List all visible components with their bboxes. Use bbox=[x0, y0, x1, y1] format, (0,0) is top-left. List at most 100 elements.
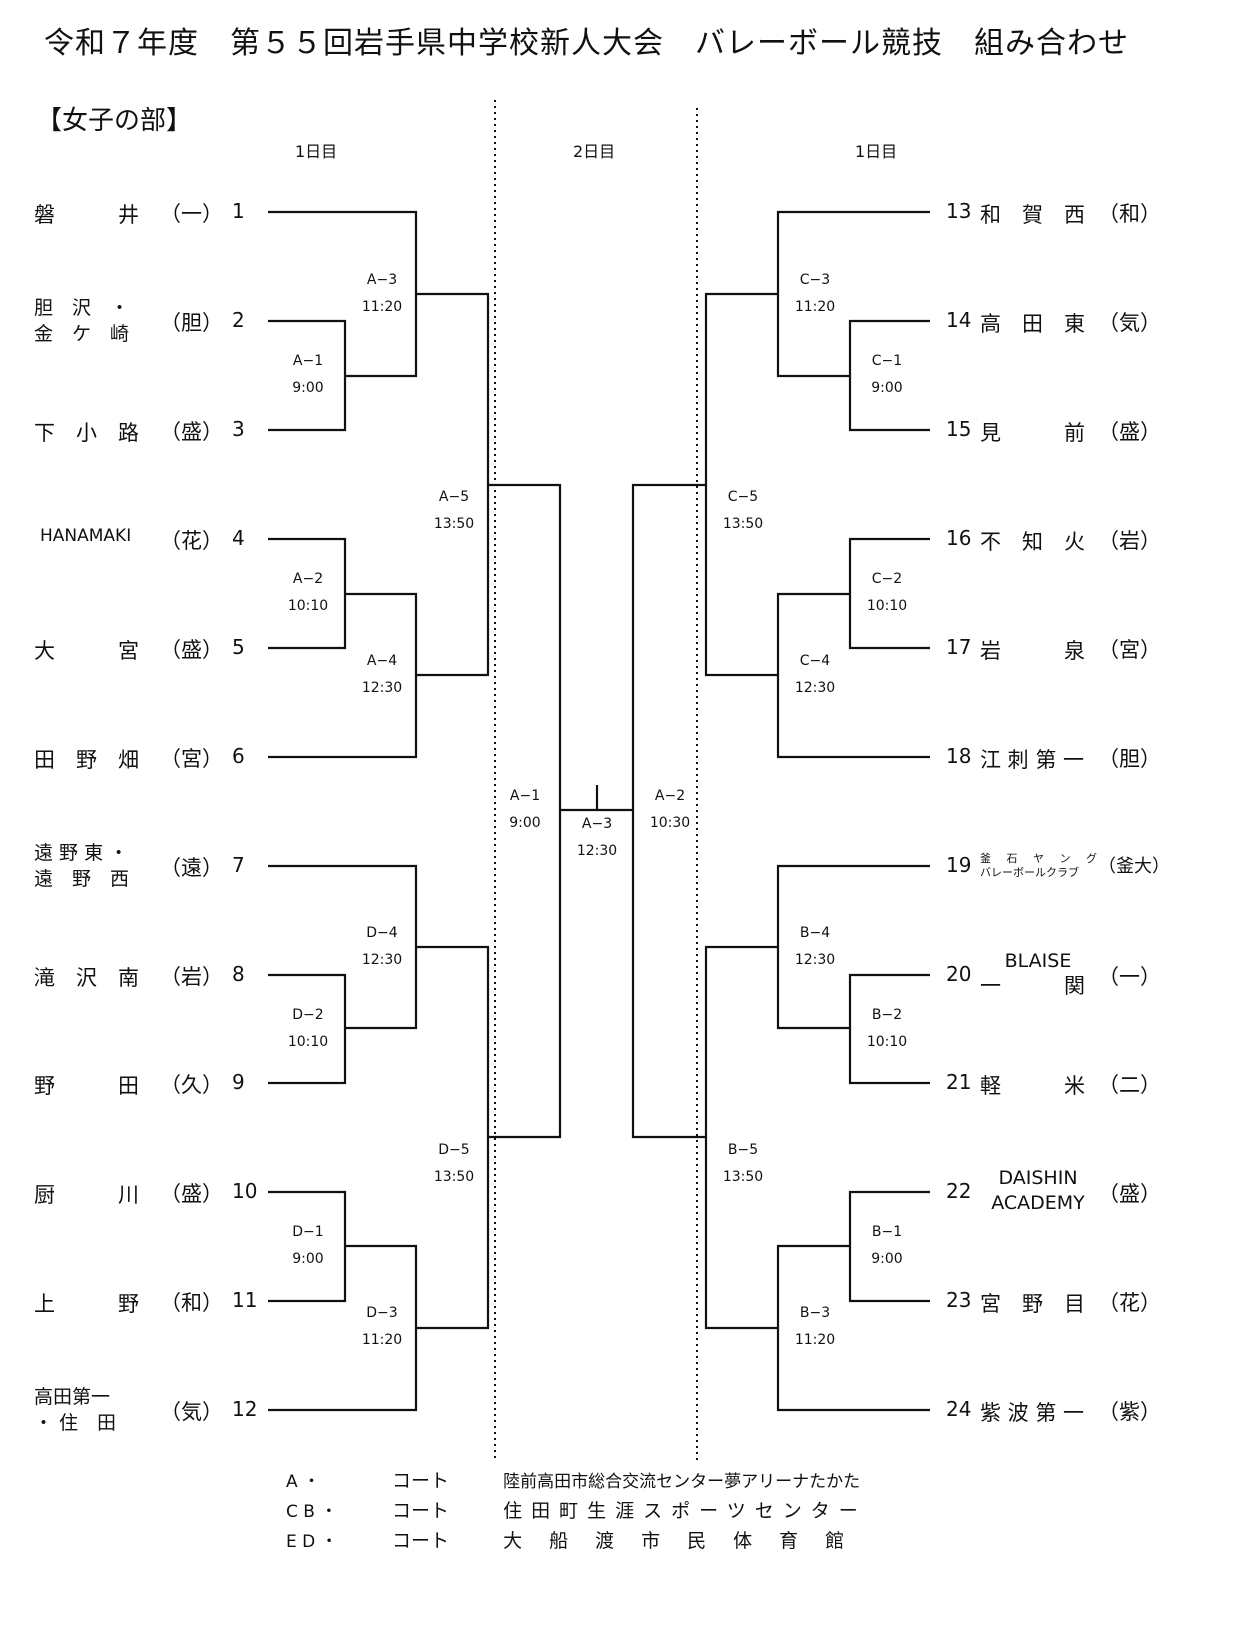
line-seed-17 bbox=[848, 594, 930, 650]
line-seed-9 bbox=[268, 1028, 347, 1085]
team-seed: 6 bbox=[232, 744, 245, 768]
team-seed: 24 bbox=[946, 1397, 972, 1421]
line-a2-out bbox=[345, 592, 418, 675]
team-name: 滝 沢 南 bbox=[34, 966, 139, 990]
team-prefecture: （盛） bbox=[160, 420, 223, 444]
team-prefecture: （胆） bbox=[1098, 747, 1161, 771]
line-a4-out bbox=[416, 485, 490, 677]
team-prefecture: （和） bbox=[160, 1291, 223, 1315]
line-c1-out bbox=[776, 294, 850, 378]
team-seed: 4 bbox=[232, 526, 245, 550]
team-prefecture: （久） bbox=[160, 1073, 223, 1097]
team-name-line1: 遠 野 東 ・ bbox=[34, 842, 129, 864]
team-prefecture: （宮） bbox=[1098, 638, 1161, 662]
team-prefecture: （岩） bbox=[160, 965, 223, 989]
team-prefecture: （一） bbox=[1098, 965, 1161, 989]
team-prefecture: （岩） bbox=[1098, 529, 1161, 553]
legend-row-1: A ・ コート 陸前高田市総合交流センター夢アリーナたかた bbox=[286, 1466, 860, 1493]
line-b5-out bbox=[631, 810, 706, 1139]
team-prefecture: （釜大） bbox=[1098, 856, 1170, 877]
line-seed-5 bbox=[268, 594, 347, 650]
team-name-line1: BLAISE bbox=[1004, 950, 1072, 972]
team-seed: 10 bbox=[232, 1179, 258, 1203]
line-a3-out bbox=[416, 292, 490, 485]
team-prefecture: （胆） bbox=[160, 311, 223, 335]
team-seed: 23 bbox=[946, 1288, 972, 1312]
line-seed-23 bbox=[848, 1246, 930, 1303]
team-seed: 1 bbox=[232, 199, 245, 223]
team-prefecture: （二） bbox=[1098, 1073, 1161, 1097]
team-name-line1: 釜 石 ヤ ン グ bbox=[980, 852, 1103, 865]
team-seed: 20 bbox=[946, 962, 972, 986]
team-prefecture: （気） bbox=[1098, 311, 1161, 335]
team-name: 厨 川 bbox=[34, 1183, 139, 1207]
team-name: 大 宮 bbox=[34, 639, 139, 663]
line-seed-19 bbox=[776, 864, 930, 947]
legend-label: コート bbox=[392, 1530, 450, 1552]
division-heading: 【女子の部】 bbox=[36, 106, 193, 136]
team-seed: 11 bbox=[232, 1288, 258, 1312]
line-seed-2 bbox=[268, 319, 347, 376]
team-seed: 13 bbox=[946, 199, 972, 223]
line-b2-out bbox=[776, 947, 850, 1030]
day-header-left: 1日目 bbox=[295, 142, 338, 161]
team-name: 田 野 畑 bbox=[34, 748, 139, 772]
team-prefecture: （宮） bbox=[160, 747, 223, 771]
team-prefecture: （花） bbox=[160, 529, 223, 553]
team-name: 高田第一・ 住 田 bbox=[34, 1384, 116, 1436]
team-seed: 12 bbox=[232, 1397, 258, 1421]
line-seed-6 bbox=[268, 675, 418, 759]
line-seed-11 bbox=[268, 1246, 347, 1303]
line-seed-24 bbox=[776, 1328, 930, 1412]
team-prefecture: （遠） bbox=[160, 856, 223, 880]
line-d2-out bbox=[345, 947, 418, 1030]
team-seed: 21 bbox=[946, 1070, 972, 1094]
team-seed: 3 bbox=[232, 417, 245, 441]
line-d5-out bbox=[488, 810, 562, 1139]
team-name: 遠 野 東 ・遠 野 西 bbox=[34, 840, 129, 892]
team-seed: 18 bbox=[946, 744, 972, 768]
legend-venue: 住田町生涯スポーツセンター bbox=[503, 1500, 867, 1522]
team-seed: 9 bbox=[232, 1070, 245, 1094]
line-b3-out bbox=[704, 1137, 778, 1330]
line-d3-out bbox=[416, 1137, 490, 1330]
team-seed: 8 bbox=[232, 962, 245, 986]
legend-venue: 陸前高田市総合交流センター夢アリーナたかた bbox=[503, 1472, 861, 1492]
team-name-line2: バレーボールクラブ bbox=[980, 866, 1079, 879]
day-header-center: 2日目 bbox=[573, 142, 616, 161]
line-a5-out bbox=[488, 483, 562, 810]
team-prefecture: （花） bbox=[1098, 1291, 1161, 1315]
team-seed: 16 bbox=[946, 526, 972, 550]
line-b4-out bbox=[704, 945, 778, 1137]
line-seed-1 bbox=[268, 210, 418, 294]
team-name-line2: 一 関 bbox=[980, 974, 1085, 998]
team-name: 宮 野 目 bbox=[980, 1292, 1085, 1316]
line-c3-out bbox=[704, 292, 778, 485]
team-name: HANAMAKI bbox=[40, 526, 132, 546]
team-name: 上 野 bbox=[34, 1292, 139, 1316]
team-name: 不 知 火 bbox=[980, 530, 1085, 554]
line-d4-out bbox=[416, 945, 490, 1137]
team-seed: 15 bbox=[946, 417, 972, 441]
team-name: 下 小 路 bbox=[34, 421, 139, 445]
line-seed-10 bbox=[268, 1190, 347, 1246]
team-name: 岩 泉 bbox=[980, 639, 1085, 663]
legend-courts: C B ・ bbox=[286, 1502, 338, 1522]
line-seed-7 bbox=[268, 864, 418, 947]
line-c5-out bbox=[631, 483, 706, 810]
